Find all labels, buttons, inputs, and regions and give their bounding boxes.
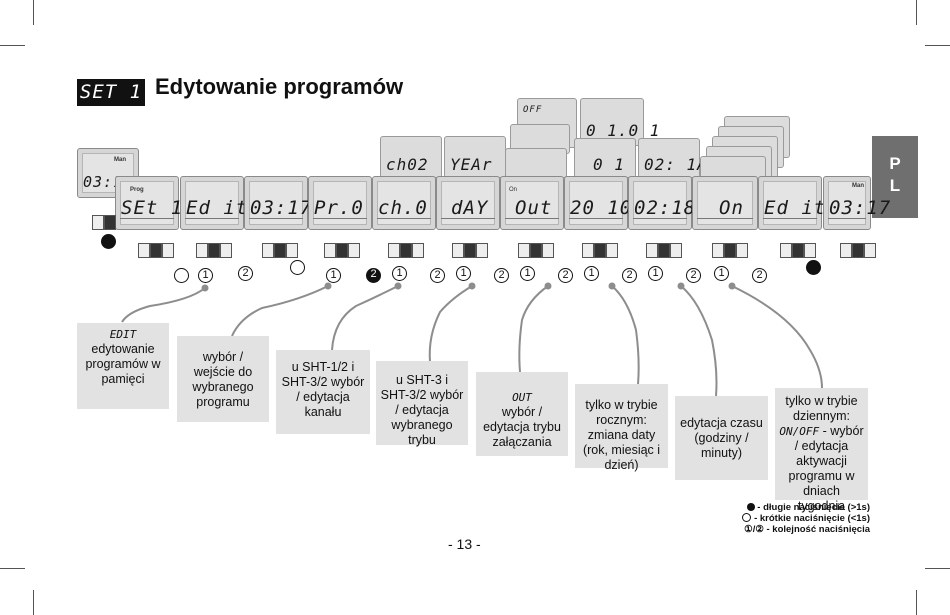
callout-edit: EDIT edytowanie programów w pamięci	[77, 323, 169, 409]
callout-text: u SHT-1/2 i SHT-3/2 wybór / edytacja kan…	[281, 360, 365, 419]
press-order-2-icon: 2	[238, 266, 253, 281]
lcd-display: 02:18	[628, 176, 695, 230]
lcd-display: dAY	[436, 176, 500, 230]
short-press-icon	[174, 268, 189, 283]
filled-circle-icon	[746, 503, 755, 511]
long-press-icon	[806, 260, 821, 275]
page-number: - 13 -	[448, 536, 481, 552]
lcd-label: ON/OFF	[779, 425, 820, 438]
lcd-label: EDIT	[109, 328, 137, 341]
callout-text: tylko w trybie rocznym: zmiana daty (rok…	[582, 398, 661, 472]
press-order-2-icon: 2	[752, 268, 767, 283]
callout-program-select: wybór / wejście do wybranego programu	[177, 336, 269, 422]
set-badge: SET 1	[77, 79, 145, 106]
press-order-1-icon: 1	[456, 266, 471, 281]
crop-mark	[33, 590, 34, 615]
lcd-display: Ed it	[180, 176, 247, 230]
language-tab: P L	[872, 136, 918, 218]
callout-time: edytacja czasu (godziny / minuty)	[675, 396, 768, 480]
keypad	[712, 240, 754, 262]
callout-text: u SHT-3 i SHT-3/2 wybór / edytacja wybra…	[380, 373, 464, 447]
crop-mark	[0, 568, 25, 569]
press-order-1-icon: 1	[714, 266, 729, 281]
press-order-2-icon: 2	[558, 268, 573, 283]
callout-text: edytacja czasu (godziny / minuty)	[680, 416, 763, 460]
short-press-icon	[290, 260, 305, 275]
lcd-display: 03:17	[244, 176, 311, 230]
lcd-ghost-panel: ch02	[380, 136, 442, 178]
keypad	[582, 240, 624, 262]
lcd-ghost-panel: 0 1	[574, 138, 636, 178]
callout-text: - wybór / edytacja aktywacji programu w …	[788, 424, 864, 513]
press-order-1-icon: 1	[520, 266, 535, 281]
crop-mark	[925, 45, 950, 46]
press-order-2-icon: 2	[430, 268, 445, 283]
keypad	[452, 240, 494, 262]
page-title: Edytowanie programów	[155, 74, 404, 99]
keypad	[646, 240, 688, 262]
legend-long-press: - długie naciśnięcie (>1s)	[730, 502, 870, 513]
language-letter: P	[889, 154, 901, 173]
keypad	[324, 240, 366, 262]
legend-text: - kolejność naciśnięcia	[766, 524, 871, 535]
callout-date: tylko w trybie rocznym: zmiana daty (rok…	[575, 384, 668, 472]
press-order-1-icon: 1	[198, 268, 213, 283]
press-order-1-icon: 1	[648, 266, 663, 281]
keypad	[780, 240, 822, 262]
press-order-2-icon: 2	[494, 268, 509, 283]
keypad	[196, 240, 238, 262]
press-order-1-icon: 1	[584, 266, 599, 281]
callout-channel: u SHT-1/2 i SHT-3/2 wybór / edytacja kan…	[276, 350, 370, 434]
keypad	[518, 240, 560, 262]
lcd-display: Ed it	[758, 176, 825, 230]
keypad	[92, 212, 134, 234]
legend-text: - długie naciśnięcie (>1s)	[757, 502, 870, 513]
callout-text: wybór / edytacja trybu załączania	[483, 405, 561, 449]
legend-order: ①/② - kolejność naciśnięcia	[730, 524, 870, 535]
press-order-2-icon: 2	[366, 268, 381, 283]
keypad	[840, 240, 882, 262]
press-order-1-icon: 1	[326, 268, 341, 283]
crop-mark	[33, 0, 34, 25]
press-order-1-icon: 1	[392, 266, 407, 281]
press-order-2-icon: 2	[686, 268, 701, 283]
lcd-display: On	[692, 176, 758, 230]
lcd-ghost-panel: 02: 1A	[638, 138, 707, 178]
crop-mark	[0, 45, 25, 46]
keypad	[262, 240, 304, 262]
lcd-display: ch.0 1	[372, 176, 452, 230]
order-symbols: ①/②	[744, 524, 764, 535]
legend: - długie naciśnięcie (>1s) - krótkie nac…	[730, 502, 870, 535]
crop-mark	[916, 0, 917, 25]
language-letter: L	[889, 176, 901, 195]
callout-text: tylko w trybie dziennym:	[785, 394, 858, 423]
callout-text: wybór / wejście do wybranego programu	[192, 350, 254, 409]
lcd-display: 20 10	[564, 176, 631, 230]
callout-text: edytowanie programów w pamięci	[85, 342, 161, 386]
press-order-2-icon: 2	[622, 268, 637, 283]
lcd-display: Pr.0 1	[308, 176, 388, 230]
long-press-icon	[101, 234, 116, 249]
lcd-label: OUT	[512, 391, 532, 404]
lcd-ghost-panel: YEAr	[444, 136, 506, 178]
keypad	[138, 240, 180, 262]
legend-text: - krótkie naciśnięcie (<1s)	[754, 513, 870, 524]
callout-mode: u SHT-3 i SHT-3/2 wybór / edytacja wybra…	[376, 361, 468, 447]
open-circle-icon	[742, 513, 752, 522]
callout-weekdays: tylko w trybie dziennym: ON/OFF - wybór …	[775, 388, 868, 513]
legend-short-press: - krótkie naciśnięcie (<1s)	[730, 513, 870, 524]
callout-output: OUT wybór / edytacja trybu załączania	[476, 372, 568, 456]
crop-mark	[925, 568, 950, 569]
keypad	[388, 240, 430, 262]
crop-mark	[916, 590, 917, 615]
